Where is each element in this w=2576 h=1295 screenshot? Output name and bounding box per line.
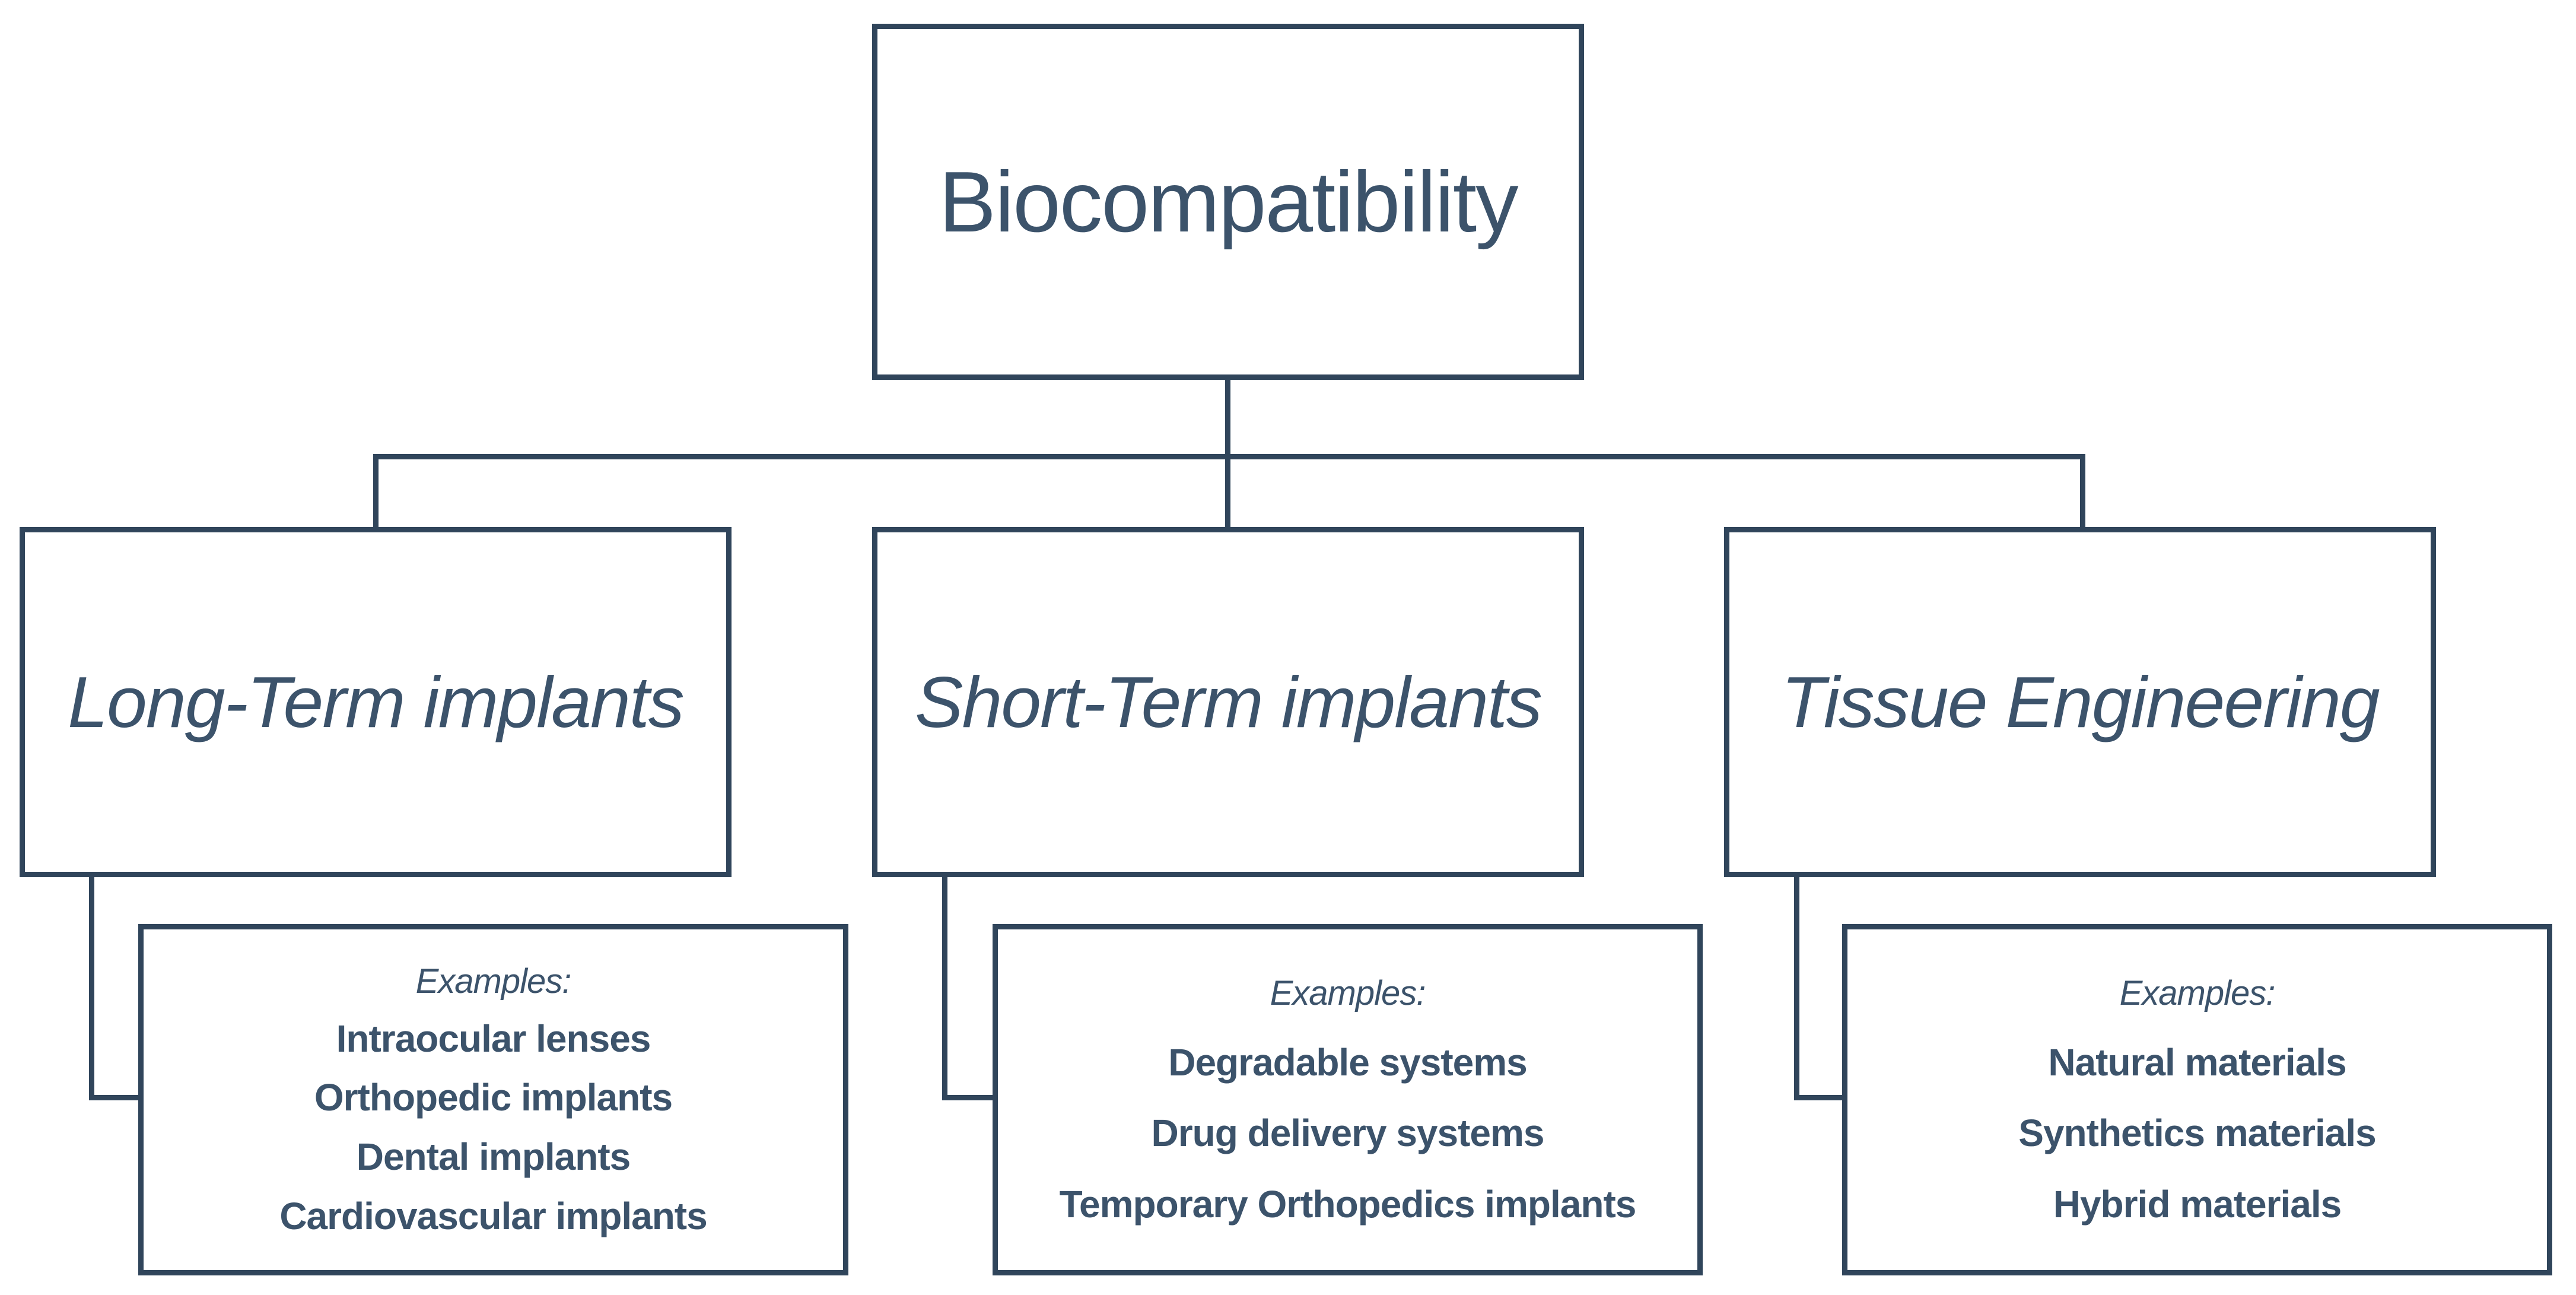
elbow-left-vertical [89,877,94,1100]
examples-box-short-term: Examples: Degradable systems Drug delive… [993,924,1703,1275]
category-box-tissue-engineering: Tissue Engineering [1724,527,2436,877]
examples-box-long-term: Examples: Intraocular lenses Orthopedic … [138,924,848,1275]
elbow-left-horizontal [89,1095,144,1100]
example-item: Degradable systems [1168,1040,1528,1084]
category-box-short-term: Short-Term implants [872,527,1584,877]
examples-heading: Examples: [1270,973,1426,1012]
root-box-label: Biocompatibility [939,153,1518,250]
connector-drop-middle [1225,454,1230,527]
elbow-middle-vertical [942,877,947,1100]
examples-box-tissue-engineering: Examples: Natural materials Synthetics m… [1842,924,2552,1275]
elbow-right-horizontal [1794,1095,1847,1100]
example-item: Intraocular lenses [336,1017,651,1060]
examples-heading: Examples: [2119,973,2276,1012]
example-item: Temporary Orthopedics implants [1059,1183,1637,1226]
examples-heading: Examples: [415,961,572,1001]
example-item: Dental implants [356,1135,631,1179]
category-box-short-term-label: Short-Term implants [915,662,1543,742]
connector-drop-left [373,454,379,527]
connector-drop-right [2080,454,2085,527]
example-item: Natural materials [2048,1040,2346,1084]
elbow-right-vertical [1794,877,1799,1100]
example-item: Cardiovascular implants [279,1195,707,1238]
example-item: Hybrid materials [2053,1183,2342,1226]
example-item: Orthopedic implants [314,1076,673,1119]
root-box: Biocompatibility [872,24,1584,380]
category-box-long-term-label: Long-Term implants [68,662,685,742]
elbow-middle-horizontal [942,1095,998,1100]
example-item: Synthetics materials [2018,1112,2376,1155]
connector-root-stem [1225,380,1230,459]
category-box-tissue-engineering-label: Tissue Engineering [1781,662,2380,742]
example-item: Drug delivery systems [1151,1112,1545,1155]
category-box-long-term: Long-Term implants [20,527,732,877]
